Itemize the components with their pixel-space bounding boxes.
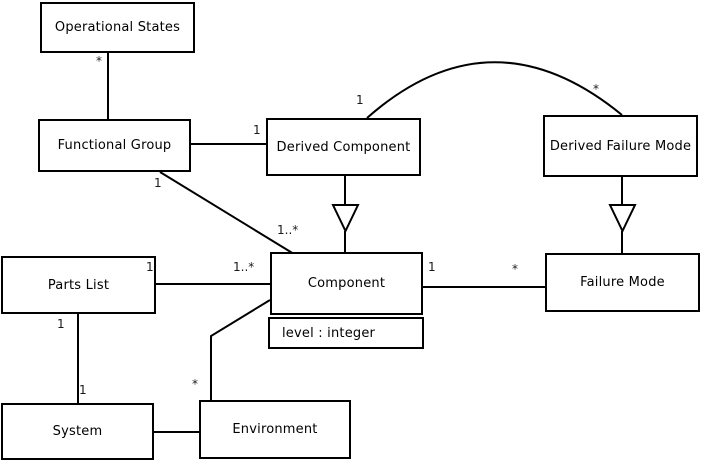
- class-name: Parts List: [47, 277, 110, 293]
- class-parts-list: Parts List: [1, 256, 156, 314]
- hollow-triangle-arrowhead: [608, 204, 637, 234]
- association-functional-group-component: [159, 171, 295, 255]
- class-functional-group: Functional Group: [38, 119, 191, 172]
- multiplicity-label: 1: [146, 260, 154, 274]
- class-name: System: [52, 424, 103, 439]
- multiplicity-label: 1: [253, 123, 261, 137]
- multiplicity-label: 1: [57, 317, 65, 331]
- multiplicity-label: 1: [428, 260, 436, 274]
- multiplicity-label: 1: [154, 176, 162, 190]
- hollow-triangle-arrowhead: [331, 204, 360, 234]
- class-failure-mode: Failure Mode: [545, 253, 700, 312]
- association-environment-component: [210, 299, 271, 400]
- class-derived-component: Derived Component: [266, 118, 421, 176]
- multiplicity-label: 1..*: [233, 260, 255, 274]
- class-name: Component: [307, 276, 386, 291]
- class-name: Failure Mode: [580, 275, 665, 290]
- multiplicity-label: *: [593, 82, 599, 96]
- class-attribute: level : integer: [282, 325, 376, 341]
- class-name: Derived Component: [276, 139, 411, 155]
- class-name: Functional Group: [57, 138, 172, 153]
- multiplicity-label: 1: [356, 93, 364, 107]
- class-component-title: Component: [270, 252, 423, 315]
- class-component-attributes: level : integer: [268, 317, 424, 349]
- multiplicity-label: *: [96, 54, 102, 68]
- class-name: Derived Failure Mode: [549, 138, 692, 154]
- class-environment: Environment: [199, 400, 351, 459]
- class-derived-failure-mode: Derived Failure Mode: [543, 115, 698, 177]
- generalization-derived-failure-mode-to-failure-mode: [608, 177, 637, 254]
- multiplicity-label: *: [512, 262, 518, 276]
- multiplicity-label: *: [192, 377, 198, 391]
- generalization-derived-component-to-component: [331, 176, 360, 253]
- multiplicity-label: 1: [79, 383, 87, 397]
- class-name: Environment: [232, 422, 318, 437]
- class-operational-states: Operational States: [40, 2, 195, 53]
- class-system: System: [1, 403, 154, 460]
- association-derived-component-derived-failure-mode-arc: [366, 61, 623, 119]
- class-name: Operational States: [54, 20, 181, 35]
- multiplicity-label: 1..*: [277, 223, 299, 237]
